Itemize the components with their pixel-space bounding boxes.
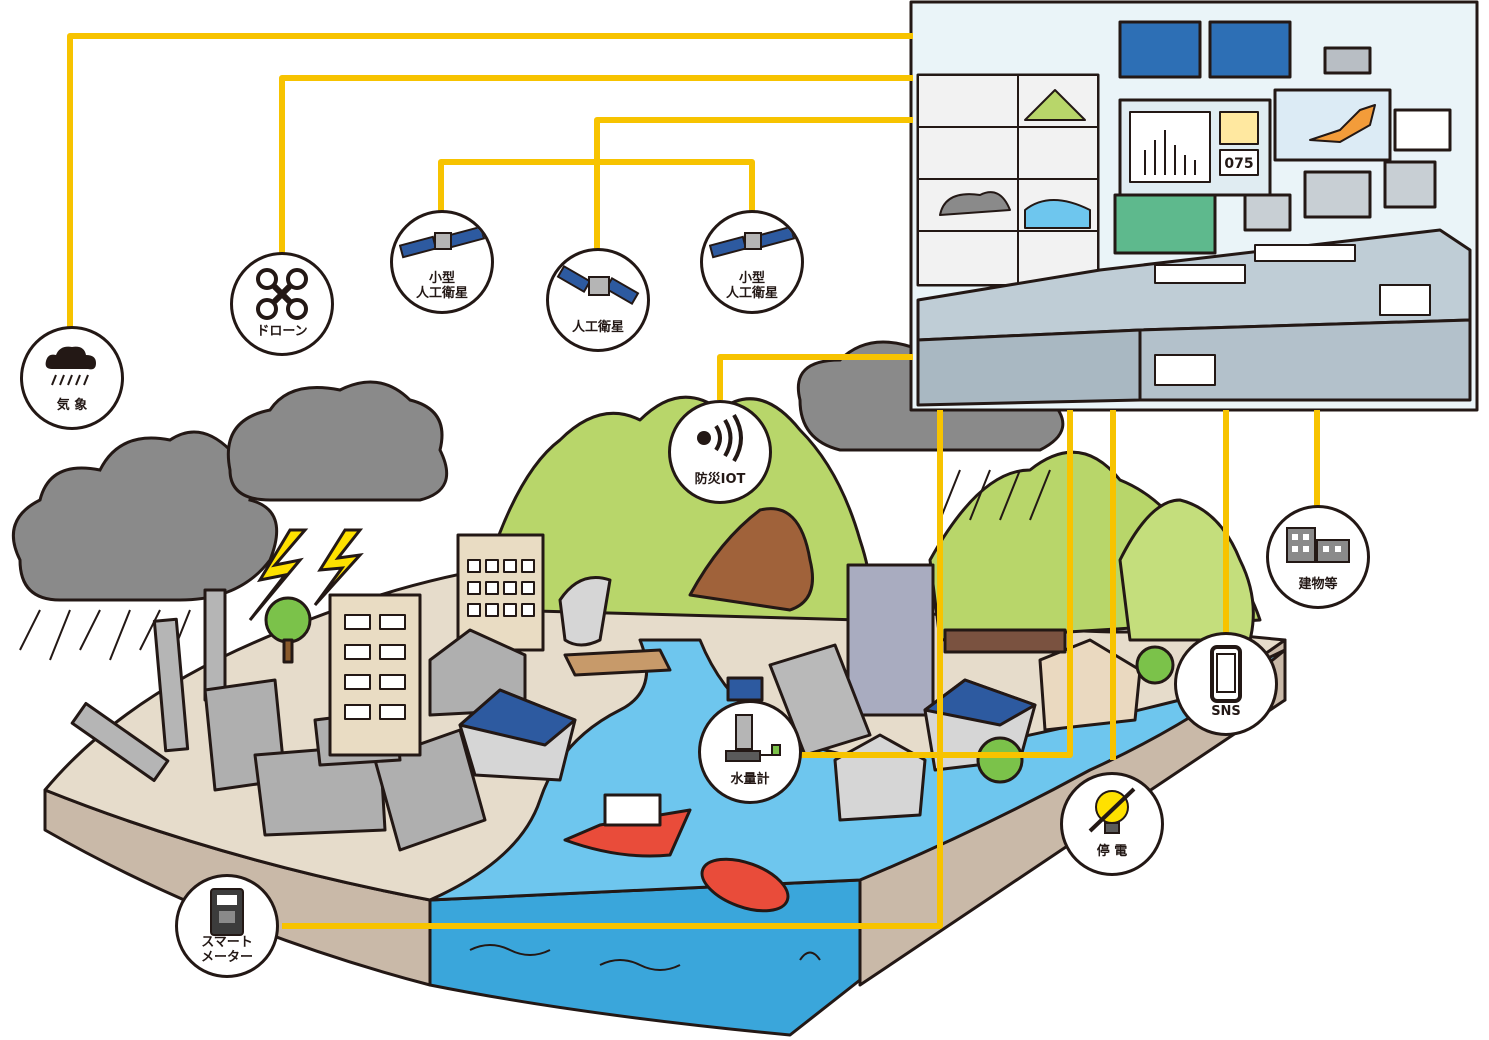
water-wave-2 bbox=[599, 959, 681, 971]
small-satellite-icon bbox=[709, 225, 795, 259]
connector-disaster-iot bbox=[717, 354, 913, 400]
apartment-building bbox=[328, 593, 422, 757]
drone-icon bbox=[256, 268, 308, 320]
water-wave-3 bbox=[799, 951, 821, 961]
disaster-iot-node: 防災IOT bbox=[668, 400, 772, 504]
map-monitor bbox=[1273, 88, 1392, 162]
rain-left bbox=[19, 609, 191, 661]
ceiling-solar-1 bbox=[1118, 20, 1202, 79]
smartphone-icon bbox=[1210, 645, 1242, 703]
ceiling-solar-2 bbox=[1208, 20, 1292, 79]
lightbulb-off-icon bbox=[1088, 787, 1136, 834]
wireless-signal-icon bbox=[697, 413, 743, 463]
tree-right-1 bbox=[976, 736, 1024, 784]
gauge-solar-panel bbox=[726, 676, 764, 702]
small-satellite-right-label: 小型 人工衛星 bbox=[725, 271, 778, 301]
small-satellite-icon bbox=[399, 225, 485, 259]
sns-node: SNS bbox=[1174, 632, 1278, 736]
monitor-number: 075 bbox=[1224, 156, 1253, 172]
power-outage-label: 停 電 bbox=[1096, 844, 1128, 859]
small-satellite-left-label: 小型 人工衛星 bbox=[415, 271, 468, 301]
lightning-1 bbox=[248, 528, 309, 621]
town bbox=[70, 507, 1175, 913]
sns-label: SNS bbox=[1211, 704, 1241, 719]
connector-drone bbox=[279, 75, 913, 255]
highrise-gray bbox=[846, 563, 935, 717]
side-panel bbox=[1393, 108, 1452, 152]
collapsed-house-3 bbox=[373, 728, 487, 852]
smart-meter-label: スマート メーター bbox=[200, 935, 253, 965]
connector-satellite bbox=[594, 117, 913, 250]
mountain-far bbox=[1118, 498, 1255, 642]
water-gauge-node: 水量計 bbox=[698, 700, 802, 804]
desk-front-right bbox=[1138, 318, 1472, 402]
utility-pole-1 bbox=[152, 617, 190, 753]
desk-front bbox=[916, 328, 1142, 407]
cloud-center bbox=[226, 380, 449, 502]
green-screen bbox=[1113, 193, 1217, 255]
weather-node: 気 象 bbox=[20, 326, 124, 430]
buildings-icon bbox=[1286, 527, 1350, 563]
river-wall-left bbox=[558, 576, 612, 647]
buildings-node: 建物等 bbox=[1266, 505, 1370, 609]
connector-lines bbox=[67, 33, 1320, 929]
weather-label: 気 象 bbox=[56, 398, 88, 413]
landslide bbox=[688, 507, 814, 612]
shelter-roof bbox=[943, 628, 1067, 654]
water-wave-1 bbox=[469, 944, 551, 956]
rain-right bbox=[939, 469, 1051, 521]
water-gauge-label: 水量計 bbox=[730, 772, 770, 787]
lightning-2 bbox=[313, 528, 364, 607]
ceiling-device bbox=[1323, 46, 1372, 75]
satellite-node: 人工衛星 bbox=[546, 248, 650, 352]
water-slab-side bbox=[428, 878, 862, 1037]
connector-small-satellites bbox=[438, 159, 755, 213]
smart-meter-node: スマート メーター bbox=[175, 874, 279, 978]
rain-cloud-icon bbox=[45, 346, 96, 386]
connector-weather bbox=[67, 33, 913, 330]
satellite-label: 人工衛星 bbox=[571, 320, 624, 335]
drone-label: ドローン bbox=[256, 324, 308, 339]
tree-left bbox=[264, 596, 312, 644]
small-satellite-right-node: 小型 人工衛星 bbox=[700, 210, 804, 314]
connector-smart-meter bbox=[282, 410, 943, 929]
water-gauge-icon bbox=[725, 714, 781, 762]
smart-meter-icon bbox=[210, 888, 244, 936]
fallen-pole bbox=[70, 701, 170, 783]
tree-right-2 bbox=[1135, 645, 1175, 685]
utility-pole-2 bbox=[203, 588, 227, 702]
drone-node: ドローン bbox=[230, 252, 334, 356]
control-room: 075 bbox=[909, 0, 1479, 412]
broken-bridge bbox=[563, 648, 672, 677]
power-outage-node: 停 電 bbox=[1060, 772, 1164, 876]
buildings-label: 建物等 bbox=[1298, 577, 1338, 592]
small-satellite-left-node: 小型 人工衛星 bbox=[390, 210, 494, 314]
sinking-car bbox=[700, 857, 790, 913]
connector-water-gauge bbox=[800, 410, 1073, 758]
disaster-iot-label: 防災IOT bbox=[694, 472, 746, 487]
satellite-icon bbox=[556, 264, 640, 306]
